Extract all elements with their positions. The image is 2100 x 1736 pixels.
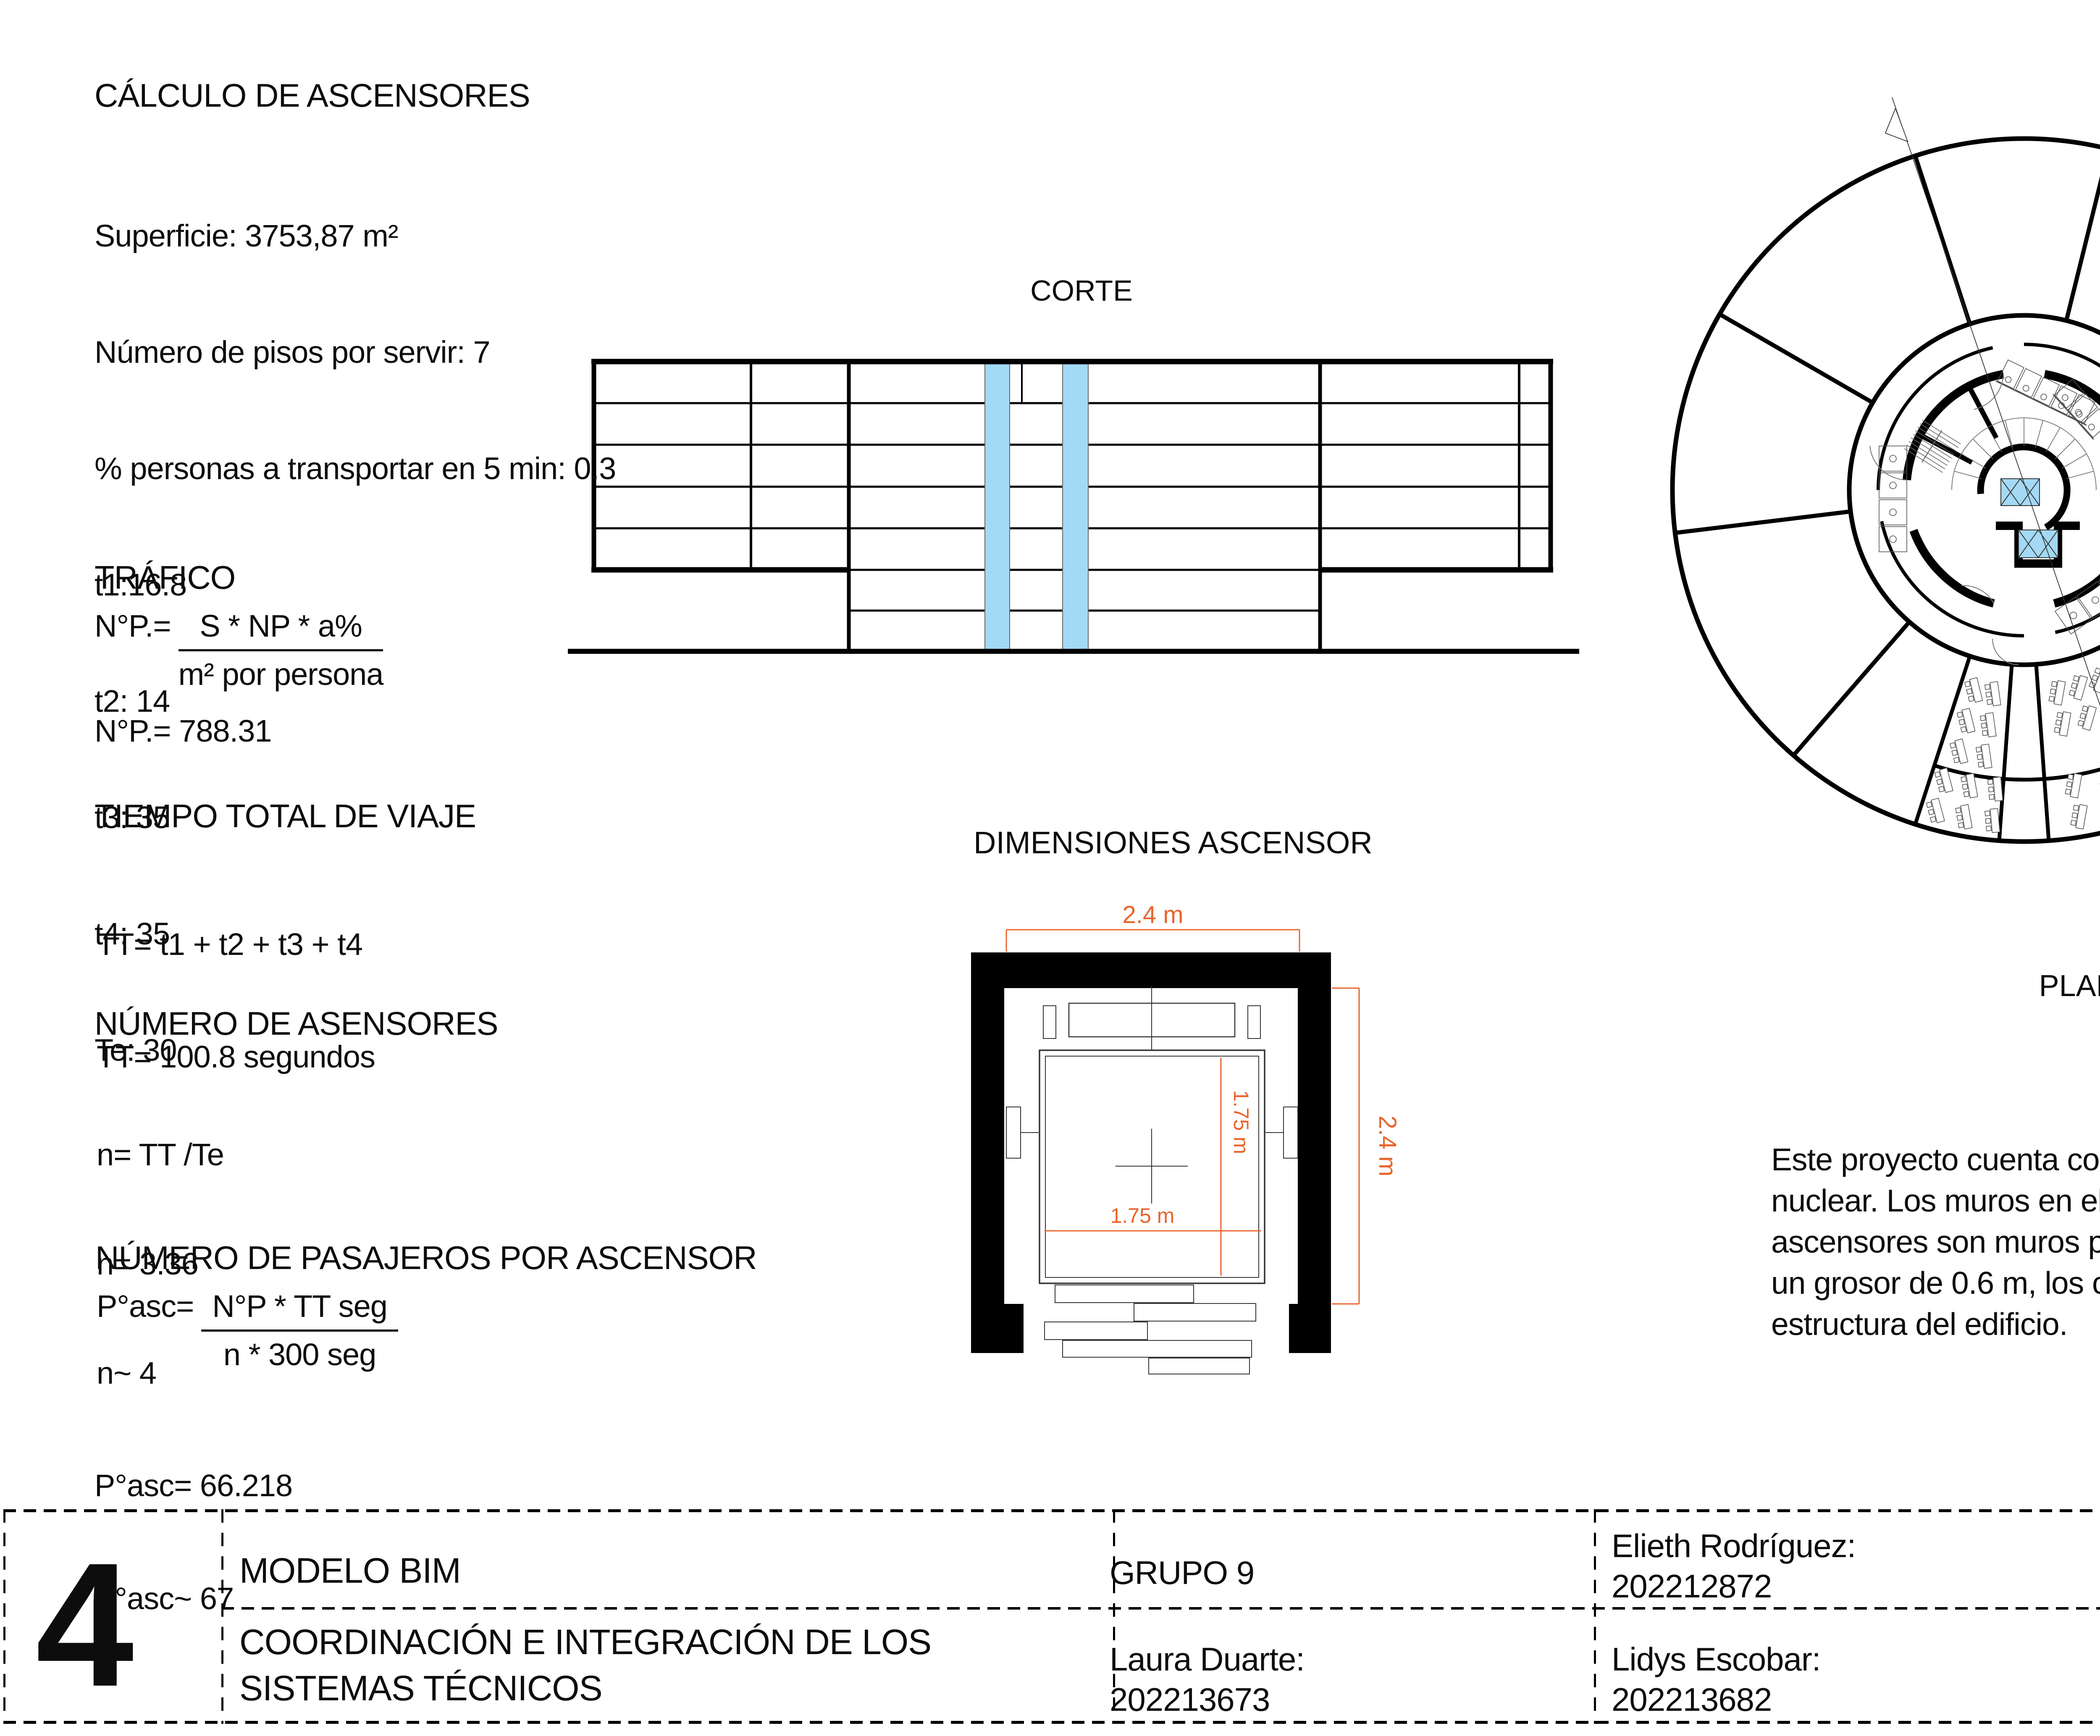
corte-inner-dividers (750, 362, 1520, 570)
tiempo-lines: TT= t1 + t2 + t3 + t4 TT= 100.8 segundos (97, 852, 375, 1149)
pasajeros-fraction: N°P * TT seg n * 300 seg (201, 1288, 398, 1373)
corte-elevator-shaft-1 (984, 361, 1010, 652)
pasajeros-lhs: P°asc= (97, 1289, 194, 1324)
titleblock-border-left (3, 1509, 5, 1724)
member-elieth-name: Elieth Rodríguez: (1612, 1527, 1856, 1564)
corte-core-walls (847, 362, 1322, 651)
titleblock-divider-mid (221, 1607, 2100, 1610)
plan-section-line (1885, 97, 2100, 706)
calc-line-t4: t4: 35 (94, 916, 170, 951)
plan-core-walls (1903, 370, 2100, 608)
dim-shaft-width: 2.4 m (1122, 901, 1183, 928)
calc-line-te: Te: 30 (94, 1033, 177, 1067)
tiempo-title: TIEMPO TOTAL DE VIAJE (94, 797, 476, 834)
titleblock-divider-2 (1113, 1509, 1115, 1724)
elevator-detail-drawing: DIMENSIONES ASCENSOR (971, 825, 1401, 1374)
trafico-numerator: S * NP * a% (178, 608, 383, 651)
pasajeros-result-line: P°asc= 66.218 (94, 1468, 293, 1503)
plan-stair-core-arc (1977, 443, 2071, 530)
calc-line-pisos: Número de pisos por servir: 7 (94, 335, 491, 370)
trafico-denominator: m² por persona (178, 657, 384, 692)
elevator-door-panels (1044, 1285, 1256, 1374)
numasc-rounded-line: n~ 4 (97, 1356, 157, 1390)
numero-ascensores-title: NÚMERO DE ASENSORES (94, 1005, 499, 1042)
calc-line-t1: t1:16.8 (94, 567, 187, 602)
plan-ring-outer-circle (1847, 313, 2100, 667)
plan-elevator-2-wall (1996, 522, 2080, 568)
elevator-counterweight (1043, 986, 1261, 1050)
dimensiones-title: DIMENSIONES ASCENSOR (974, 825, 1373, 860)
project-subtitle-line2: SISTEMAS TÉCNICOS (239, 1668, 603, 1708)
plan-elevator-1 (2000, 478, 2040, 506)
plan-classroom-walls (1913, 656, 2051, 841)
corte-side-walls (591, 359, 1553, 570)
trafico-lhs: N°P.= (94, 608, 171, 643)
trafico-result: N°P.= 788.31 (94, 713, 272, 748)
titleblock-divider-1 (221, 1509, 223, 1724)
titleblock-divider-3 (1594, 1509, 1596, 1724)
elevator-cab (1039, 1049, 1265, 1284)
numasc-result-line: n= 3.36 (97, 1246, 199, 1281)
calc-line-porcentaje: % personas a transportar en 5 min: 0.3 (94, 451, 616, 486)
calc-line-t3: t3: 35 (94, 800, 170, 835)
pasajeros-denominator: n * 300 seg (223, 1337, 376, 1372)
planta-label: PLANTA (2039, 969, 2100, 1003)
corte-label: CORTE (1030, 274, 1133, 307)
calc-line-t2: t2: 14 (94, 684, 170, 719)
calc-lines: Superficie: 3753,87 m² Número de pisos p… (94, 142, 616, 1144)
member-lidys-name: Lidys Escobar: (1612, 1641, 1821, 1678)
pasajeros-numerator: N°P * TT seg (201, 1288, 398, 1332)
corte-elevator-shaft-2 (1062, 361, 1089, 652)
numasc-formula-line: n= TT /Te (97, 1137, 224, 1172)
plan-door-arcs (1869, 374, 2019, 665)
elevator-dimension-lines (1005, 929, 1360, 1305)
trafico-fraction: S * NP * a% m² por persona (178, 608, 383, 692)
tiempo-formula-line: TT= t1 + t2 + t3 + t4 (97, 927, 363, 962)
elevator-shaft-walls (971, 952, 1331, 1353)
calc-line-superficie: Superficie: 3753,87 m² (94, 218, 399, 253)
group-label: GRUPO 9 (1110, 1554, 1255, 1591)
pasajeros-rounded-line: P°asc~ 67 (94, 1581, 234, 1616)
project-name: MODELO BIM (239, 1551, 461, 1590)
plan-classroom-desks (1925, 666, 2100, 834)
project-note: Este proyecto cuenta con una estructura … (1771, 1142, 2100, 1342)
plan-outer-circle (1670, 136, 2100, 844)
corte-drawing: CORTE (568, 274, 1579, 654)
project-subtitle-line1: COORDINACIÓN E INTEGRACIÓN DE LOS (239, 1622, 932, 1662)
planta-drawing: PLANTA (1670, 97, 2100, 1003)
plan-core-partitions (1919, 385, 1999, 465)
member-laura-id: 202213673 (1110, 1681, 1270, 1718)
elevator-guide-rails (1006, 1107, 1298, 1159)
pasajeros-results: P°asc= 66.218 P°asc~ 67 (94, 1393, 293, 1691)
pasajeros-formula: P°asc= N°P * TT seg n * 300 seg (97, 1288, 398, 1373)
member-lidys-id: 202213682 (1612, 1681, 1772, 1718)
dim-shaft-height: 2.4 m (1374, 1115, 1401, 1176)
plan-wc-cells-left (1879, 446, 1907, 552)
calc-title: CÁLCULO DE ASCENSORES (94, 77, 530, 114)
numero-ascensores-lines: n= TT /Te n= 3.36 n~ 4 (97, 1065, 224, 1463)
trafico-title: TRÁFICO (94, 559, 236, 596)
titleblock-border-bottom (3, 1721, 2100, 1724)
sheet-number: 4 (36, 1526, 134, 1723)
trafico-formula: N°P.= S * NP * a% m² por persona (94, 608, 383, 692)
dim-cab-width: 1.75 m (1110, 1204, 1175, 1227)
elevator-dimension-labels: 2.4 m 2.4 m 1.75 m 1.75 m (1110, 901, 1401, 1227)
plan-stair-fan (1951, 417, 2097, 490)
section-marker-top (1885, 107, 1908, 142)
plan-elevator-2 (2018, 530, 2058, 558)
pasajeros-title: NÚMERO DE PASAJEROS POR ASCENSOR (95, 1239, 757, 1276)
titleblock-border-top (3, 1509, 2100, 1512)
dim-cab-height: 1.75 m (1229, 1090, 1253, 1154)
plan-radial-walls (1675, 155, 2100, 757)
tiempo-result-line: TT= 100.8 segundos (97, 1039, 375, 1074)
member-elieth-id: 202212872 (1612, 1568, 1772, 1605)
member-laura-name: Laura Duarte: (1110, 1641, 1305, 1678)
plan-toilet-row-2 (2053, 379, 2100, 440)
